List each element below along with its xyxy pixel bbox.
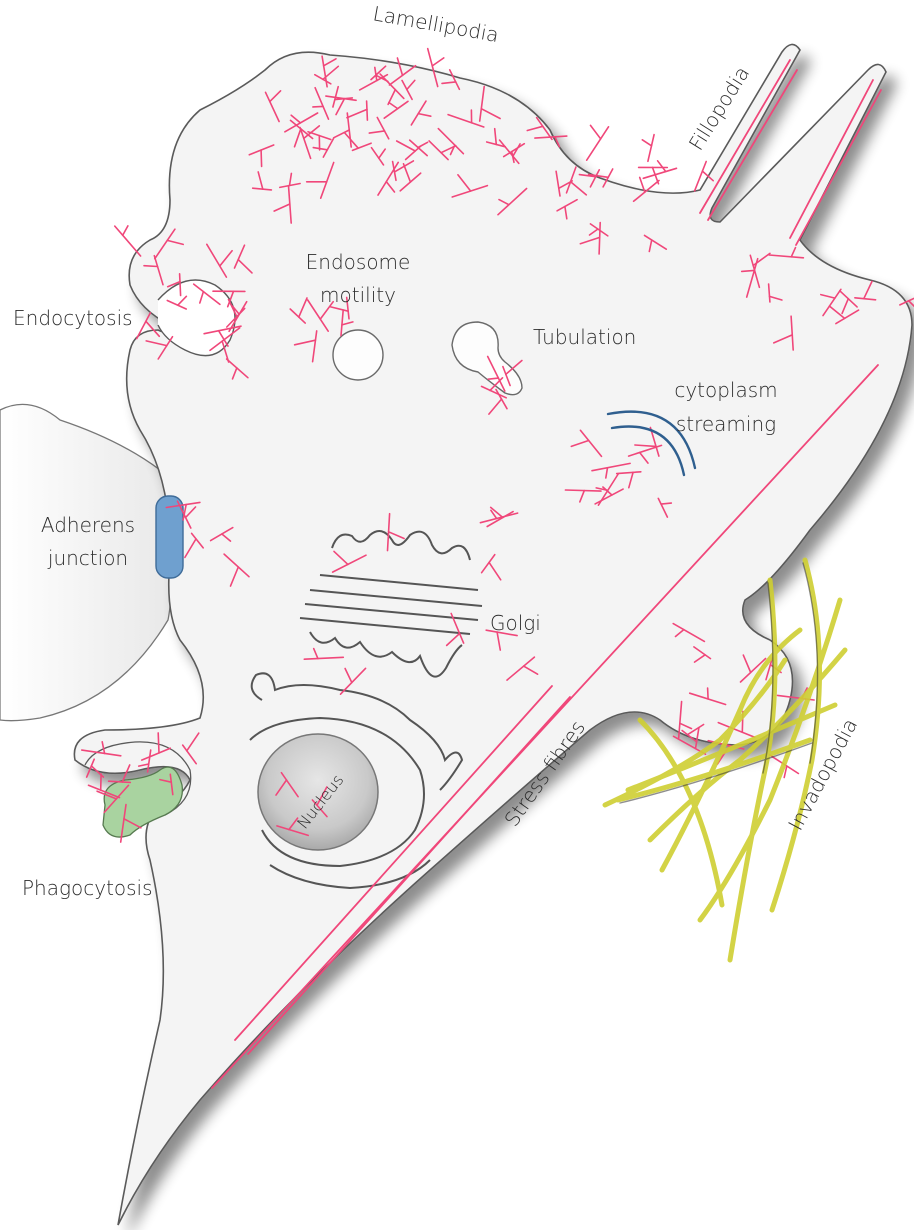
adherens-junction bbox=[156, 496, 183, 578]
actin-branch bbox=[742, 270, 755, 271]
actin-branch bbox=[488, 378, 498, 379]
actin-branch bbox=[591, 125, 601, 138]
label-cytoplasm-streaming-2: streaming bbox=[676, 412, 776, 436]
actin-filament bbox=[565, 490, 601, 491]
label-endosome-motility-2: motility bbox=[320, 283, 396, 307]
actin-branch bbox=[432, 58, 444, 66]
actin-filament bbox=[115, 226, 141, 256]
label-endosome-motility-1: Endosome bbox=[306, 250, 411, 274]
label-golgi: Golgi bbox=[490, 611, 541, 635]
actin-filament bbox=[587, 127, 609, 160]
actin-branch bbox=[261, 150, 262, 166]
label-adherens-junction-1: Adherens bbox=[41, 513, 135, 537]
actin-filament bbox=[367, 101, 368, 120]
actin-branch bbox=[123, 226, 128, 235]
actin-branch bbox=[144, 266, 158, 267]
actin-branch bbox=[661, 503, 671, 504]
actin-filament bbox=[648, 135, 654, 162]
label-lamellipodia: Lamellipodia bbox=[371, 1, 501, 47]
label-tubulation: Tubulation bbox=[533, 325, 636, 349]
label-cytoplasm-streaming-1: cytoplasm bbox=[674, 378, 777, 402]
label-phagocytosis: Phagocytosis bbox=[22, 876, 153, 900]
actin-branch bbox=[658, 161, 666, 172]
label-endocytosis: Endocytosis bbox=[13, 306, 133, 330]
actin-branch bbox=[313, 106, 323, 107]
actin-branch bbox=[642, 140, 651, 146]
actin-filament bbox=[643, 168, 676, 178]
endosome bbox=[333, 330, 383, 380]
actin-branch bbox=[708, 688, 709, 699]
actin-filament bbox=[180, 274, 181, 296]
actin-branch bbox=[158, 733, 159, 753]
label-adherens-junction-2: junction bbox=[47, 546, 128, 570]
